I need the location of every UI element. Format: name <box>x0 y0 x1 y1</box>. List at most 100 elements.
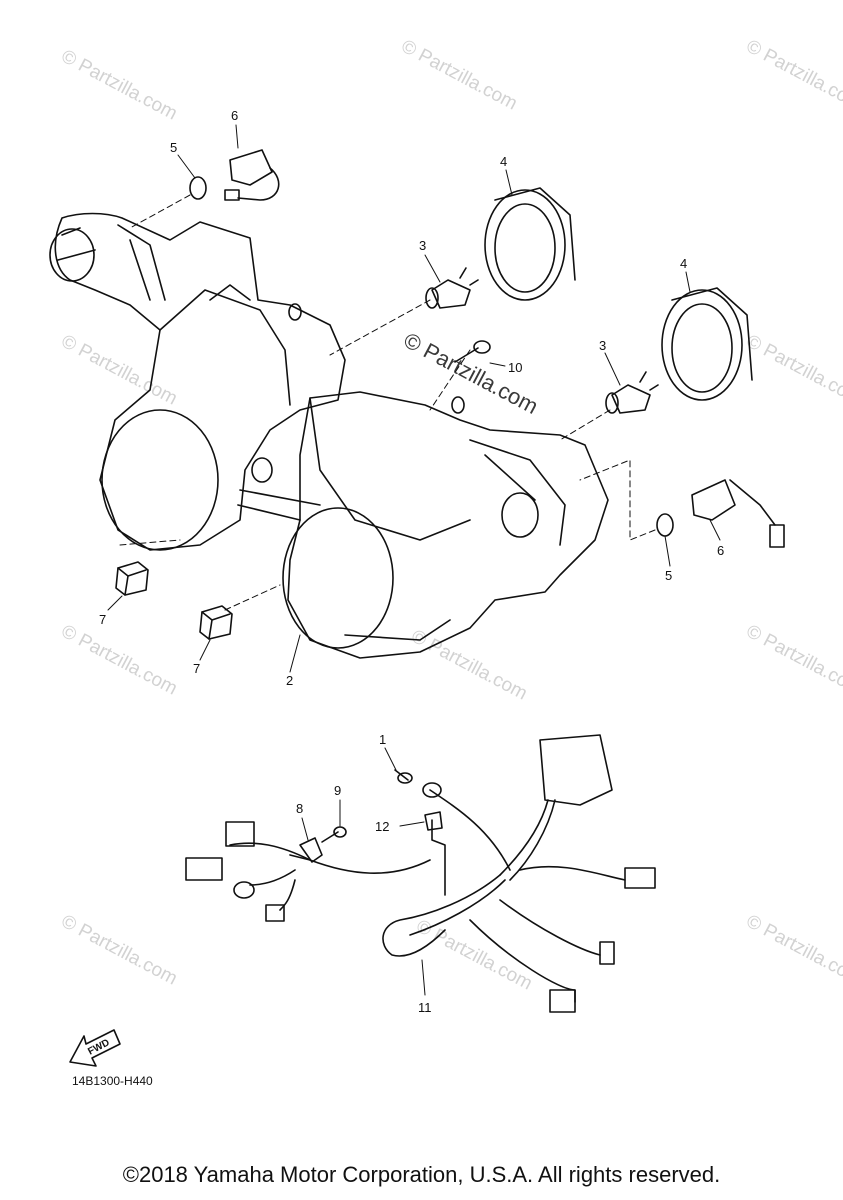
assembly-line <box>129 194 191 229</box>
left-socket-boss <box>288 303 302 321</box>
center-bolt-boss <box>251 457 273 483</box>
leader-lines <box>107 124 721 996</box>
right-bracket <box>469 439 566 546</box>
left-bracket <box>117 224 166 301</box>
watermark-text: © Partzilla.com <box>398 36 521 115</box>
callout-5: 5 <box>170 140 177 155</box>
bulb-base <box>611 384 651 414</box>
leader-line <box>489 362 506 367</box>
bulb-tabs <box>459 267 479 286</box>
callout-3: 3 <box>419 238 426 253</box>
screw-shank <box>321 831 339 843</box>
clip-body <box>424 811 443 831</box>
left-housing-outline <box>54 212 346 551</box>
harness-branch-left <box>279 879 296 911</box>
dust-cap-rim <box>494 187 576 281</box>
harness-tape <box>431 819 446 896</box>
watermark-text: © Partzilla.com <box>743 621 843 700</box>
cushion-body <box>199 605 233 640</box>
assembly-line <box>559 409 611 441</box>
watermark-text: © Partzilla.com <box>743 331 843 410</box>
leader-line <box>235 124 239 149</box>
leader-line <box>177 154 196 179</box>
harness-connector <box>599 941 615 965</box>
right-headlight-unit <box>282 391 609 659</box>
bulb-base <box>431 279 471 309</box>
harness-loop <box>409 879 506 936</box>
right-housing-outline <box>287 391 609 659</box>
screw-shank <box>454 347 479 363</box>
harness-main-branch <box>509 799 556 881</box>
harness-connector <box>624 867 656 889</box>
callout-6: 6 <box>717 543 724 558</box>
assembly-lines <box>119 194 656 611</box>
screw-head <box>333 826 347 838</box>
harness-branch-left <box>289 854 431 874</box>
bolt-1 <box>394 769 413 784</box>
dust-cap-outer-ring <box>661 289 743 401</box>
callout-12: 12 <box>375 819 389 834</box>
forward-arrow-shape <box>69 1029 121 1067</box>
leader-line <box>709 519 721 541</box>
harness-connector <box>185 857 223 881</box>
dust-cap-inner-ring <box>671 303 733 393</box>
watermark-text: © Partzilla.com <box>743 36 843 115</box>
right-lower-lip <box>344 619 451 641</box>
left-housing-top-edge <box>159 289 291 406</box>
socket-lower <box>691 479 785 548</box>
harness-connector <box>549 989 576 1013</box>
bolt-head <box>397 772 413 784</box>
callout-11: 11 <box>418 1000 432 1015</box>
right-socket-boss <box>451 396 465 414</box>
watermark-text: © Partzilla.com <box>408 626 531 705</box>
right-lens <box>282 507 394 649</box>
headlight-bulb-lower <box>605 371 659 414</box>
leader-line <box>604 352 621 386</box>
leader-line <box>107 595 123 611</box>
watermark-text: © Partzilla.com <box>58 46 181 125</box>
screw-9 <box>321 826 347 843</box>
bulb-glass <box>425 287 439 309</box>
clamp-body <box>299 837 323 863</box>
right-housing-top-edge <box>309 397 471 541</box>
leader-line <box>289 634 301 673</box>
socket-body <box>691 479 736 521</box>
harness-branch-left <box>249 869 296 886</box>
socket-connector <box>769 524 785 548</box>
callout-7: 7 <box>99 612 106 627</box>
left-mount-tab <box>209 284 251 301</box>
leader-line <box>664 535 671 567</box>
harness-connector <box>233 881 255 899</box>
diagram-code: 14B1300-H440 <box>72 1074 153 1088</box>
socket-body <box>229 149 273 186</box>
harness-connector <box>225 821 255 847</box>
wiring-harness <box>185 734 656 1013</box>
socket-wire <box>729 479 776 526</box>
harness-grommet <box>539 734 613 806</box>
bolt-shank <box>394 769 409 781</box>
watermark-group: © Partzilla.com © Partzilla.com © Partzi… <box>58 36 843 995</box>
left-position-lamp-detail <box>57 227 96 261</box>
socket-wire <box>237 167 280 201</box>
leader-line <box>399 821 425 827</box>
pilot-bulb-upper <box>189 176 207 200</box>
cushion-upper <box>115 561 149 596</box>
harness-branch-left <box>229 842 311 861</box>
clip-12 <box>424 811 443 831</box>
watermark-text: © Partzilla.com <box>58 621 181 700</box>
ground-wire <box>429 789 511 871</box>
pilot-bulb-lower <box>656 513 674 537</box>
callout-6: 6 <box>231 108 238 123</box>
leader-line <box>301 817 309 841</box>
left-position-lamp <box>49 228 95 282</box>
left-lens <box>101 409 219 551</box>
callout-4: 4 <box>500 154 507 169</box>
leader-line <box>424 254 441 283</box>
assembly-line <box>329 299 431 356</box>
copyright-notice: ©2018 Yamaha Motor Corporation, U.S.A. A… <box>122 1162 721 1187</box>
center-bridge <box>237 489 321 521</box>
dust-cap-inner-ring <box>494 203 556 293</box>
leader-line <box>199 639 211 661</box>
